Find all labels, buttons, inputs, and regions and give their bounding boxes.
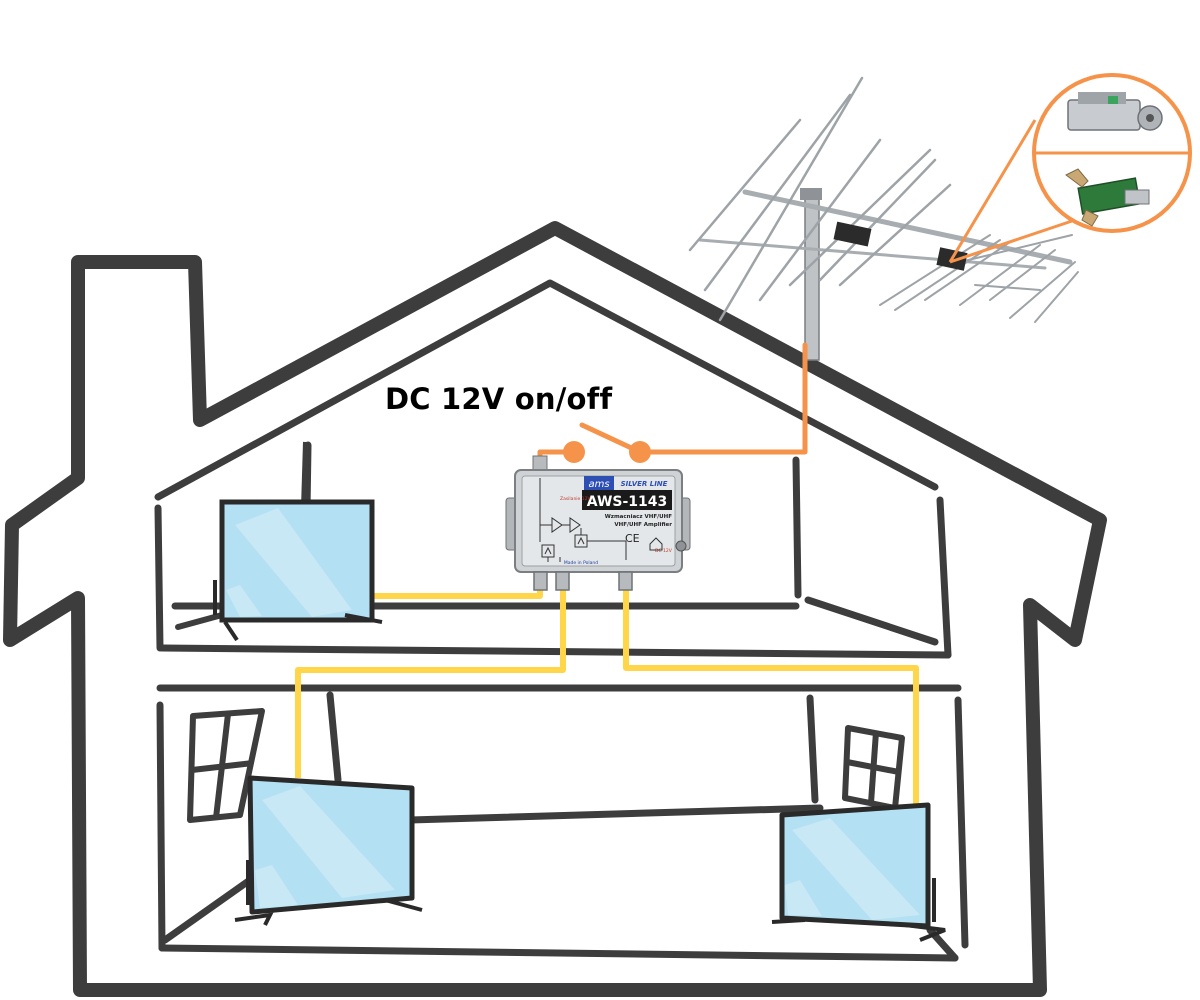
- room-floor-diag-left: [161, 876, 254, 944]
- home-icon: [649, 537, 663, 551]
- window-icon: [842, 725, 905, 811]
- house-outline: [3, 221, 1107, 997]
- room-back-right-corner: [806, 694, 819, 804]
- tv-icon: [175, 441, 383, 642]
- amplifier-icon: ams SILVER LINE AWS-1143 Zasilanie 12V W…: [505, 455, 691, 591]
- attic-left-wall: [154, 504, 164, 652]
- antenna-icon: [688, 76, 1079, 361]
- coax-connector-module: [1067, 92, 1163, 131]
- coax-cables: [295, 580, 919, 806]
- window-icon: [187, 708, 265, 823]
- house-outer-wall: [3, 221, 1107, 997]
- dc-label: DC 12V: [655, 548, 673, 554]
- brand-text: ams: [588, 479, 609, 490]
- room-back-floor: [406, 804, 824, 824]
- room-left-wall: [156, 701, 166, 952]
- power-label: Zasilanie 12V: [560, 496, 591, 502]
- ce-mark: CE: [625, 532, 640, 545]
- series-text: SILVER LINE: [621, 480, 668, 488]
- f-connectors: [533, 571, 633, 591]
- attic-right-wall: [936, 496, 952, 659]
- origin-text: Made in Poland: [564, 560, 598, 566]
- room-floor: [158, 944, 959, 962]
- room-right-wall: [954, 696, 969, 949]
- brand-logo: [584, 476, 614, 490]
- diagram-caption: DC 12V on/off: [385, 382, 613, 416]
- power-line-antenna: [637, 342, 808, 455]
- description-pl: Wzmacniacz VHF/UHF: [605, 514, 673, 520]
- description-en: VHF/UHF Amplifier: [614, 522, 672, 528]
- cable-to-right-tv: [623, 590, 919, 806]
- cable-to-attic-tv: [372, 580, 543, 599]
- tv-icon: [234, 775, 423, 926]
- antenna-mast: [804, 194, 820, 361]
- cable-to-left-tv: [295, 590, 566, 778]
- pcb-balun: [1065, 168, 1150, 227]
- attic-back-corner: [792, 456, 802, 599]
- attic-side-floor: [804, 596, 939, 646]
- tv-icon: [771, 802, 946, 942]
- zoom-callout: [948, 73, 1192, 264]
- model-text: AWS-1143: [587, 494, 668, 510]
- model-badge: [582, 490, 672, 510]
- circuit-schematic: [539, 478, 627, 562]
- attic-floor: [158, 644, 952, 659]
- switch-contact-left: [563, 441, 585, 463]
- room-back-left-corner: [326, 691, 342, 784]
- switch-contact-right: [629, 441, 651, 463]
